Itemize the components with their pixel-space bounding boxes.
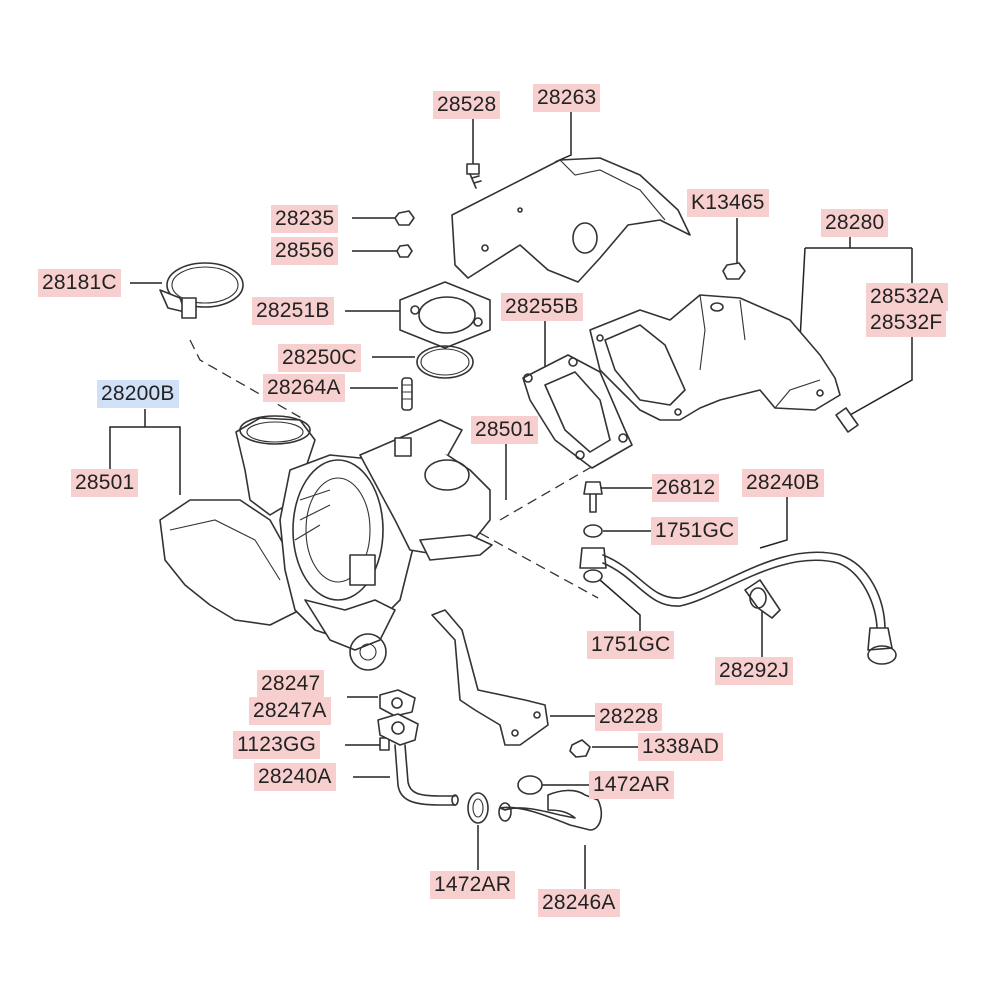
part-label-K13465[interactable]: K13465	[687, 189, 769, 217]
gasket-28255B	[522, 354, 633, 469]
heat-shield	[451, 157, 691, 283]
part-label-28501-left[interactable]: 28501	[71, 469, 139, 497]
part-label-28247[interactable]: 28247	[257, 670, 325, 698]
oil-return-pipe	[377, 713, 459, 806]
part-label-28501-right[interactable]: 28501	[471, 416, 539, 444]
oil-feed-bolt-and-washers	[579, 481, 607, 583]
part-label-28532F[interactable]: 28532F	[866, 309, 947, 337]
part-label-28235[interactable]: 28235	[271, 205, 339, 233]
stud-28532A	[835, 407, 859, 433]
part-label-28280[interactable]: 28280	[821, 209, 889, 237]
oil-return-hose	[498, 789, 602, 831]
turbocharger-assembly	[159, 415, 493, 671]
part-label-28263[interactable]: 28263	[533, 84, 601, 112]
part-label-28532A[interactable]: 28532A	[866, 283, 948, 311]
exhaust-elbow-pipe	[589, 294, 841, 421]
hose-clamp	[159, 262, 244, 319]
small-nuts	[394, 210, 746, 280]
gasket-28251B	[399, 281, 491, 349]
part-label-28251B[interactable]: 28251B	[252, 297, 334, 325]
part-label-28528[interactable]: 28528	[433, 91, 501, 119]
support-bracket	[431, 609, 549, 746]
part-label-26812[interactable]: 26812	[652, 474, 720, 502]
pipe-clip	[744, 579, 781, 619]
part-label-28240A[interactable]: 28240A	[254, 763, 336, 791]
part-label-28247A[interactable]: 28247A	[249, 697, 331, 725]
nut-1338AD	[569, 739, 591, 758]
part-label-28240B[interactable]: 28240B	[742, 469, 824, 497]
part-label-1123GG[interactable]: 1123GG	[233, 731, 321, 759]
bolt-1123GG	[379, 737, 390, 751]
part-label-28292J[interactable]: 28292J	[715, 657, 794, 685]
part-label-28181C[interactable]: 28181C	[38, 269, 121, 297]
part-label-28250C[interactable]: 28250C	[278, 344, 361, 372]
seal-ring	[416, 345, 474, 379]
leader-lines	[109, 110, 913, 890]
part-label-1472AR-right[interactable]: 1472AR	[589, 771, 675, 799]
bolt-28528	[466, 163, 482, 189]
part-label-28228[interactable]: 28228	[595, 703, 663, 731]
part-label-1472AR-bottom[interactable]: 1472AR	[430, 871, 516, 899]
hose-clamps	[467, 775, 543, 824]
part-label-1751GC-upper[interactable]: 1751GC	[651, 517, 739, 545]
part-label-28264A[interactable]: 28264A	[263, 374, 345, 402]
part-label-1338AD[interactable]: 1338AD	[638, 733, 724, 761]
assembly-label-28200B[interactable]: 28200B	[97, 380, 179, 408]
oil-feed-pipe	[602, 551, 897, 665]
part-label-28255B[interactable]: 28255B	[501, 293, 583, 321]
part-label-1751GC-lower[interactable]: 1751GC	[587, 631, 675, 659]
part-label-28556[interactable]: 28556	[271, 237, 339, 265]
gasket-28247	[379, 689, 416, 717]
part-label-28246A[interactable]: 28246A	[538, 889, 620, 917]
stud-28264A	[401, 377, 413, 411]
